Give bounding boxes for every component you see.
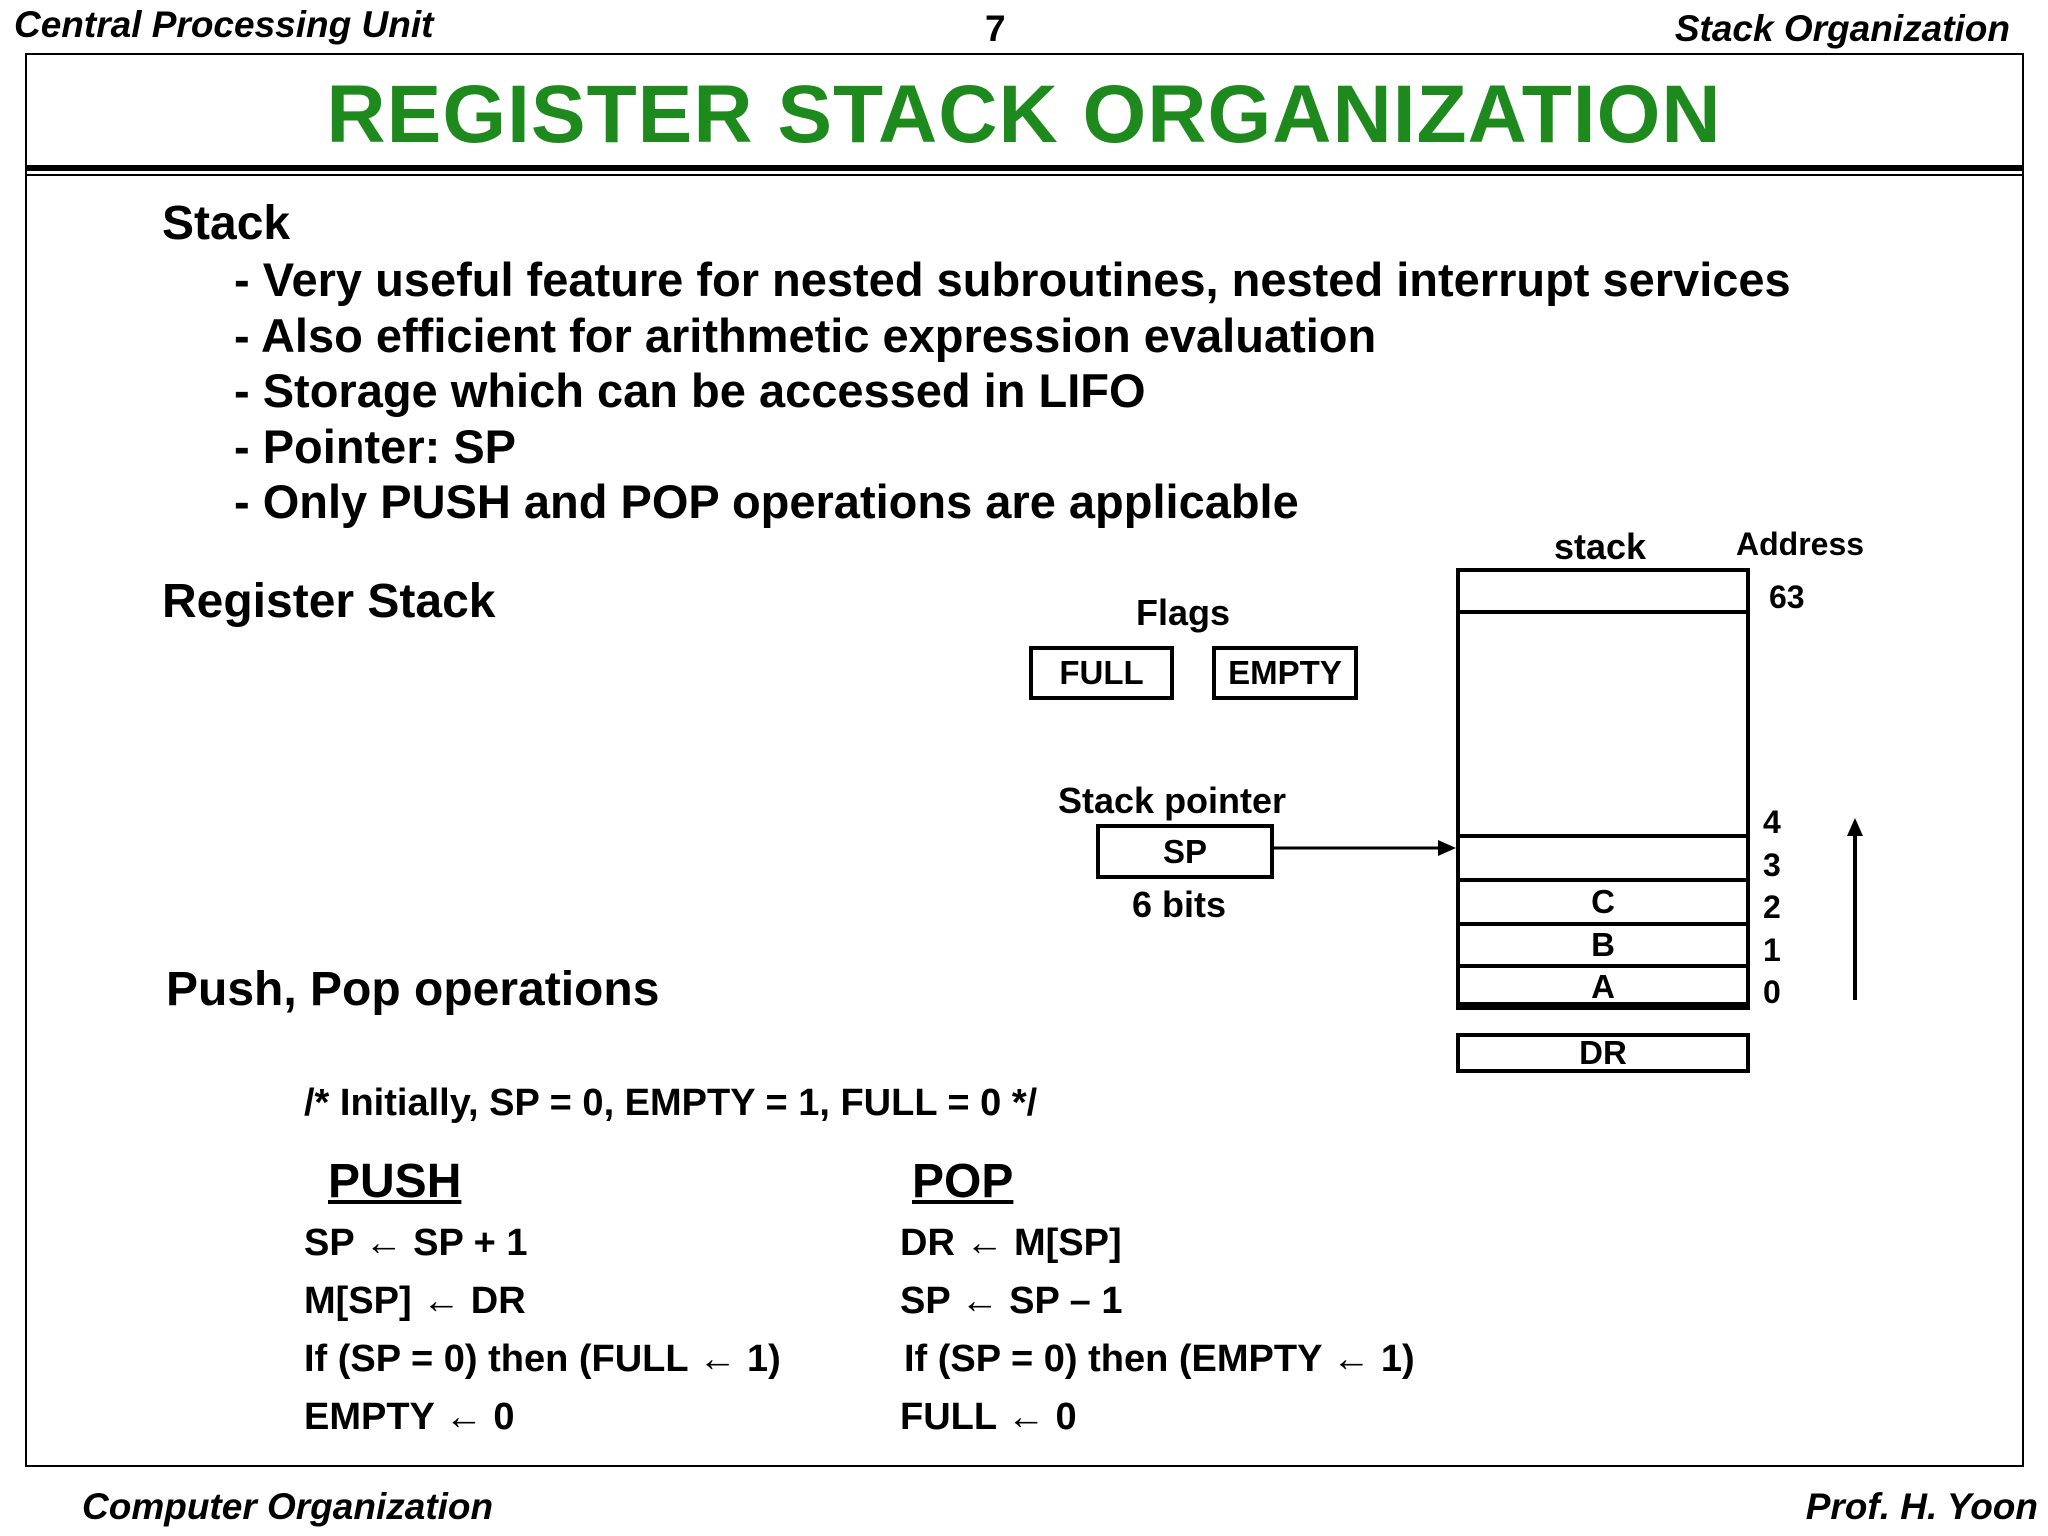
register-stack-heading: Register Stack [162,575,496,628]
address-2: 2 [1763,889,1781,925]
address-3: 3 [1763,847,1781,883]
stack-cell-63 [1456,572,1750,614]
slide-title: REGISTER STACK ORGANIZATION [326,69,1722,160]
sp-pointer-arrow [1274,840,1456,856]
stack-cell-3: C [1456,882,1750,926]
footer-author: Prof. H. Yoon [1805,1486,2038,1527]
dr-register-box: DR [1456,1033,1750,1073]
stack-bullet: - Only PUSH and POP operations are appli… [234,475,1299,528]
pop-line: If (SP = 0) then (EMPTY ← 1) [904,1338,1415,1380]
address-0: 0 [1763,974,1781,1010]
stack-cell-2: B [1456,926,1750,968]
operations-heading: Push, Pop operations [166,963,660,1016]
address-label: Address [1736,526,1865,562]
push-line: EMPTY ← 0 [304,1396,515,1438]
slide-frame [25,53,2024,1467]
push-title: PUSH [328,1155,462,1208]
header-course-title: Central Processing Unit [14,4,434,45]
page-number: 7 [985,8,1006,49]
stack-heading: Stack [162,197,291,250]
stack-memory [1456,568,1750,1006]
initial-conditions-comment: /* Initially, SP = 0, EMPTY = 1, FULL = … [304,1082,1038,1124]
footer-course: Computer Organization [82,1486,494,1527]
push-line: M[SP] ← DR [304,1280,526,1322]
push-line: If (SP = 0) then (FULL ← 1) [304,1338,781,1380]
pop-title: POP [912,1155,1014,1208]
flags-label: Flags [1136,592,1231,633]
pop-line: DR ← M[SP] [900,1222,1122,1264]
stack-label: stack [1554,526,1647,567]
stack-bullet: - Pointer: SP [234,420,517,473]
stack-cell-5 [1456,794,1750,838]
empty-flag-box: EMPTY [1212,646,1358,700]
stack-bullet: - Very useful feature for nested subrout… [234,253,1791,306]
address-63: 63 [1769,579,1805,615]
stack-bullet: - Also efficient for arithmetic expressi… [234,309,1377,362]
header-topic: Stack Organization [1674,8,2010,49]
title-rule-thin [25,174,2024,176]
stack-bullet: - Storage which can be accessed in LIFO [234,364,1146,417]
pop-line: FULL ← 0 [900,1396,1077,1438]
stack-pointer-label: Stack pointer [1058,780,1287,821]
address-1: 1 [1763,932,1781,968]
sp-size-label: 6 bits [1132,884,1227,925]
stack-cell-4 [1456,838,1750,882]
full-flag-box: FULL [1029,646,1174,700]
address-4: 4 [1763,804,1781,840]
sp-register-box: SP [1096,824,1274,879]
stack-growth-arrow [1847,818,1863,1000]
pop-line: SP ← SP – 1 [900,1280,1123,1322]
push-line: SP ← SP + 1 [304,1222,528,1264]
stack-cell-1: A [1456,968,1750,1010]
title-rule-thick [25,165,2024,171]
